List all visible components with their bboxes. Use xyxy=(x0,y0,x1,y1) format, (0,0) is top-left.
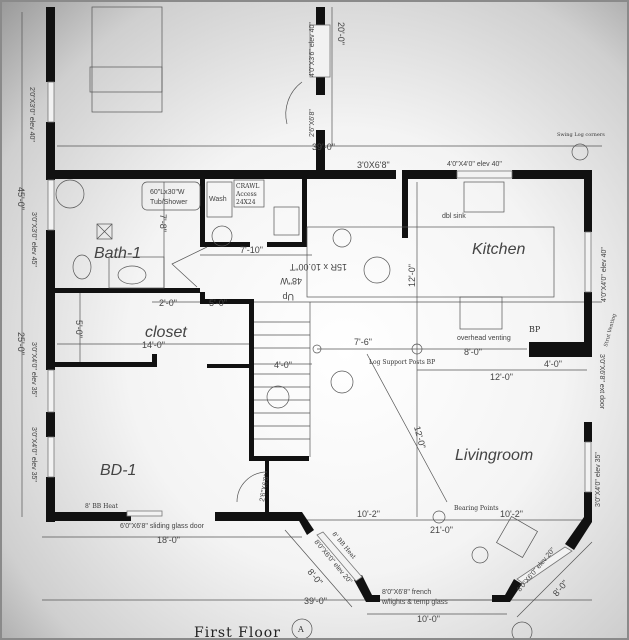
post-marker xyxy=(432,510,446,524)
french-door-label: 8'0"X6'8" french xyxy=(382,589,431,596)
crawl-label: CRAWL xyxy=(236,183,259,190)
stairs-riser-label: 15R x 10.00"T xyxy=(289,262,347,272)
section-marker-icon xyxy=(571,143,589,161)
window-label: 3'0"X4'0" elev 35" xyxy=(30,427,37,482)
dimension-label: 7'-10" xyxy=(240,245,263,255)
room-label-bedroom: BD-1 xyxy=(100,462,136,479)
bearing-label: Bearing Points xyxy=(454,505,499,512)
strut-venting-label: Strut Venting xyxy=(603,312,618,347)
dimension-label: 5'-0" xyxy=(74,320,84,338)
section-marker-icon xyxy=(332,228,352,248)
log-support-label: Log Support Posts BP xyxy=(369,359,435,366)
dimension-label: 18'-0" xyxy=(157,535,180,545)
swing-log-label: Swing Log corners xyxy=(557,132,605,138)
bp-label: BP xyxy=(529,325,541,334)
door-label: 2'6"X6'8" xyxy=(259,473,271,502)
bb-heat-label: 8' BB Heat xyxy=(85,503,118,510)
post-marker xyxy=(411,343,423,355)
sheet-mark: A xyxy=(297,625,304,634)
dimension-label: 20'-0" xyxy=(336,22,346,45)
exhaust-fan-icon xyxy=(96,223,113,240)
crawl-label-3: 24X24 xyxy=(236,199,256,206)
dimension-label: 4'-0" xyxy=(274,360,292,370)
section-marker-icon xyxy=(471,546,489,564)
sheet-marker-icon xyxy=(291,618,313,638)
venting-label: overhead venting xyxy=(457,335,511,342)
window-label: 3'0"X4'0" elev 35" xyxy=(30,342,37,397)
section-marker-icon xyxy=(330,370,354,394)
dimension-lines xyxy=(21,7,602,618)
walls xyxy=(46,7,592,602)
dimension-label: 12'-0" xyxy=(407,264,417,287)
tub-label-2: Tub/Shower xyxy=(150,199,188,206)
plan-title: First Floor xyxy=(194,625,281,640)
dimension-label: 21'-0" xyxy=(430,525,453,535)
sink-label: dbl sink xyxy=(442,213,466,220)
dimension-label: 45'-0" xyxy=(16,187,26,210)
sliding-door-label: 6'0"X6'8" sliding glass door xyxy=(120,523,205,530)
dimension-label: 39'-0" xyxy=(312,142,335,152)
wash-label: Wash xyxy=(209,196,227,203)
section-markers xyxy=(211,143,589,638)
room-label-livingroom: Livingroom xyxy=(455,447,533,464)
window-label: 8'0"X6'0" elev 20" xyxy=(516,546,557,593)
dimension-label: 8'-0" xyxy=(305,567,324,587)
room-label-closet: closet xyxy=(145,324,187,341)
dimension-label: 14'-0" xyxy=(142,340,165,350)
dimension-label: 2'-0" xyxy=(159,298,177,308)
door-label: 2'6"X6'8" xyxy=(309,109,316,137)
dimension-label: 39'-0" xyxy=(304,596,327,606)
window-label: 4'0"X4'0" elev 40" xyxy=(601,247,608,302)
dimension-label: 7'-6" xyxy=(354,337,372,347)
dimension-label: 25'-0" xyxy=(16,332,26,355)
dimension-label: 4'-0" xyxy=(544,359,562,369)
window-label: 3'0"X3'0" elev 45" xyxy=(30,212,37,267)
dimension-label: 8'-0" xyxy=(551,578,570,598)
dimension-label: 7'-8" xyxy=(158,214,168,232)
dimension-label: 10'-0" xyxy=(417,614,440,624)
door-label: 3'0"X6'8" ext door xyxy=(598,354,605,410)
section-marker-icon xyxy=(211,225,233,247)
window-label: 4'0"X4'0" elev 40" xyxy=(447,161,502,168)
dimension-label: 10'-2" xyxy=(500,509,523,519)
stairs-up-label: Up xyxy=(282,292,294,302)
french-door-label-2: w/lights & temp glass xyxy=(381,599,448,606)
stairs-width-label: 48"W xyxy=(280,276,302,286)
dimension-label: 5'-0" xyxy=(209,298,227,308)
dimension-label: 12'-0" xyxy=(490,372,513,382)
fixtures xyxy=(55,6,555,558)
stairs xyxy=(254,302,311,457)
room-label-bath: Bath-1 xyxy=(94,245,141,262)
door-label: 3'0X6'8" xyxy=(357,160,390,170)
post-marker xyxy=(312,344,322,354)
section-marker-icon xyxy=(363,256,391,284)
window-label: 4'0"X3'6" elev 40" xyxy=(309,22,316,77)
dimension-label: 8'-0" xyxy=(464,347,482,357)
window-label: 2'0"X3'0" elev 40" xyxy=(28,87,35,142)
tub-label: 60"Lx30"W xyxy=(150,189,185,196)
windows xyxy=(47,24,592,601)
dimension-label: 10'-2" xyxy=(357,509,380,519)
section-marker-icon xyxy=(511,621,533,638)
crawl-label-2: Access xyxy=(235,191,257,198)
dimension-label: 12'-0" xyxy=(412,425,428,450)
window-label: 3'0"X4'0" elev 35" xyxy=(595,452,602,507)
room-label-kitchen: Kitchen xyxy=(472,241,525,258)
section-marker-icon xyxy=(266,385,290,409)
